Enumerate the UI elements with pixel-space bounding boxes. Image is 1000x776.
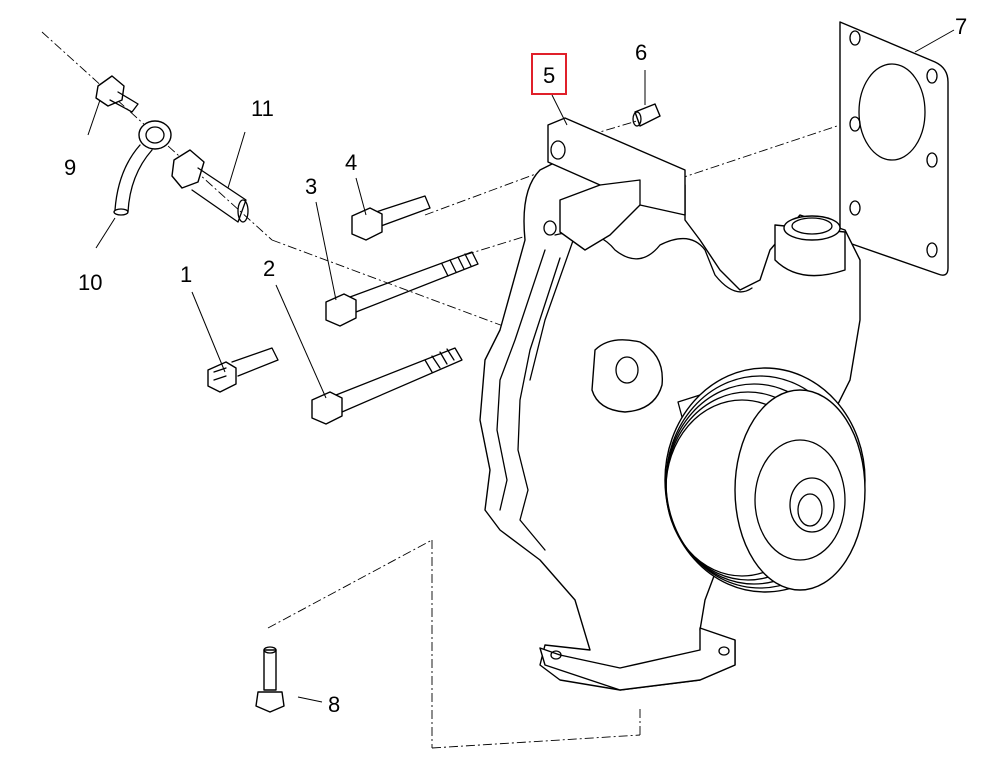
callout-5-selected[interactable]: 5: [531, 53, 568, 95]
dowel-pin-6: [632, 103, 661, 127]
banjo-bolt-9: [95, 75, 139, 113]
hose-fitting-10: [113, 120, 172, 216]
callout-9[interactable]: 9: [64, 155, 77, 180]
callout-11[interactable]: 11: [251, 96, 274, 121]
callout-2[interactable]: 2: [263, 256, 276, 281]
callout-leaders: [87, 29, 955, 703]
gasket-7: [839, 21, 949, 276]
bolt-1: [207, 347, 279, 393]
callout-7[interactable]: 7: [955, 14, 968, 39]
bolt-4: [351, 195, 431, 241]
callout-6[interactable]: 6: [635, 40, 648, 65]
callout-8[interactable]: 8: [328, 692, 341, 717]
callout-4[interactable]: 4: [345, 150, 358, 175]
callout-1[interactable]: 1: [180, 262, 193, 287]
callout-10[interactable]: 10: [78, 270, 103, 295]
bolt-3: [325, 251, 479, 327]
stud-8: [255, 646, 285, 713]
pump-pulley: [664, 367, 866, 593]
adapter-11: [171, 149, 249, 223]
pump-housing: [479, 117, 861, 691]
callout-3[interactable]: 3: [305, 174, 318, 199]
bolt-2: [311, 347, 463, 425]
